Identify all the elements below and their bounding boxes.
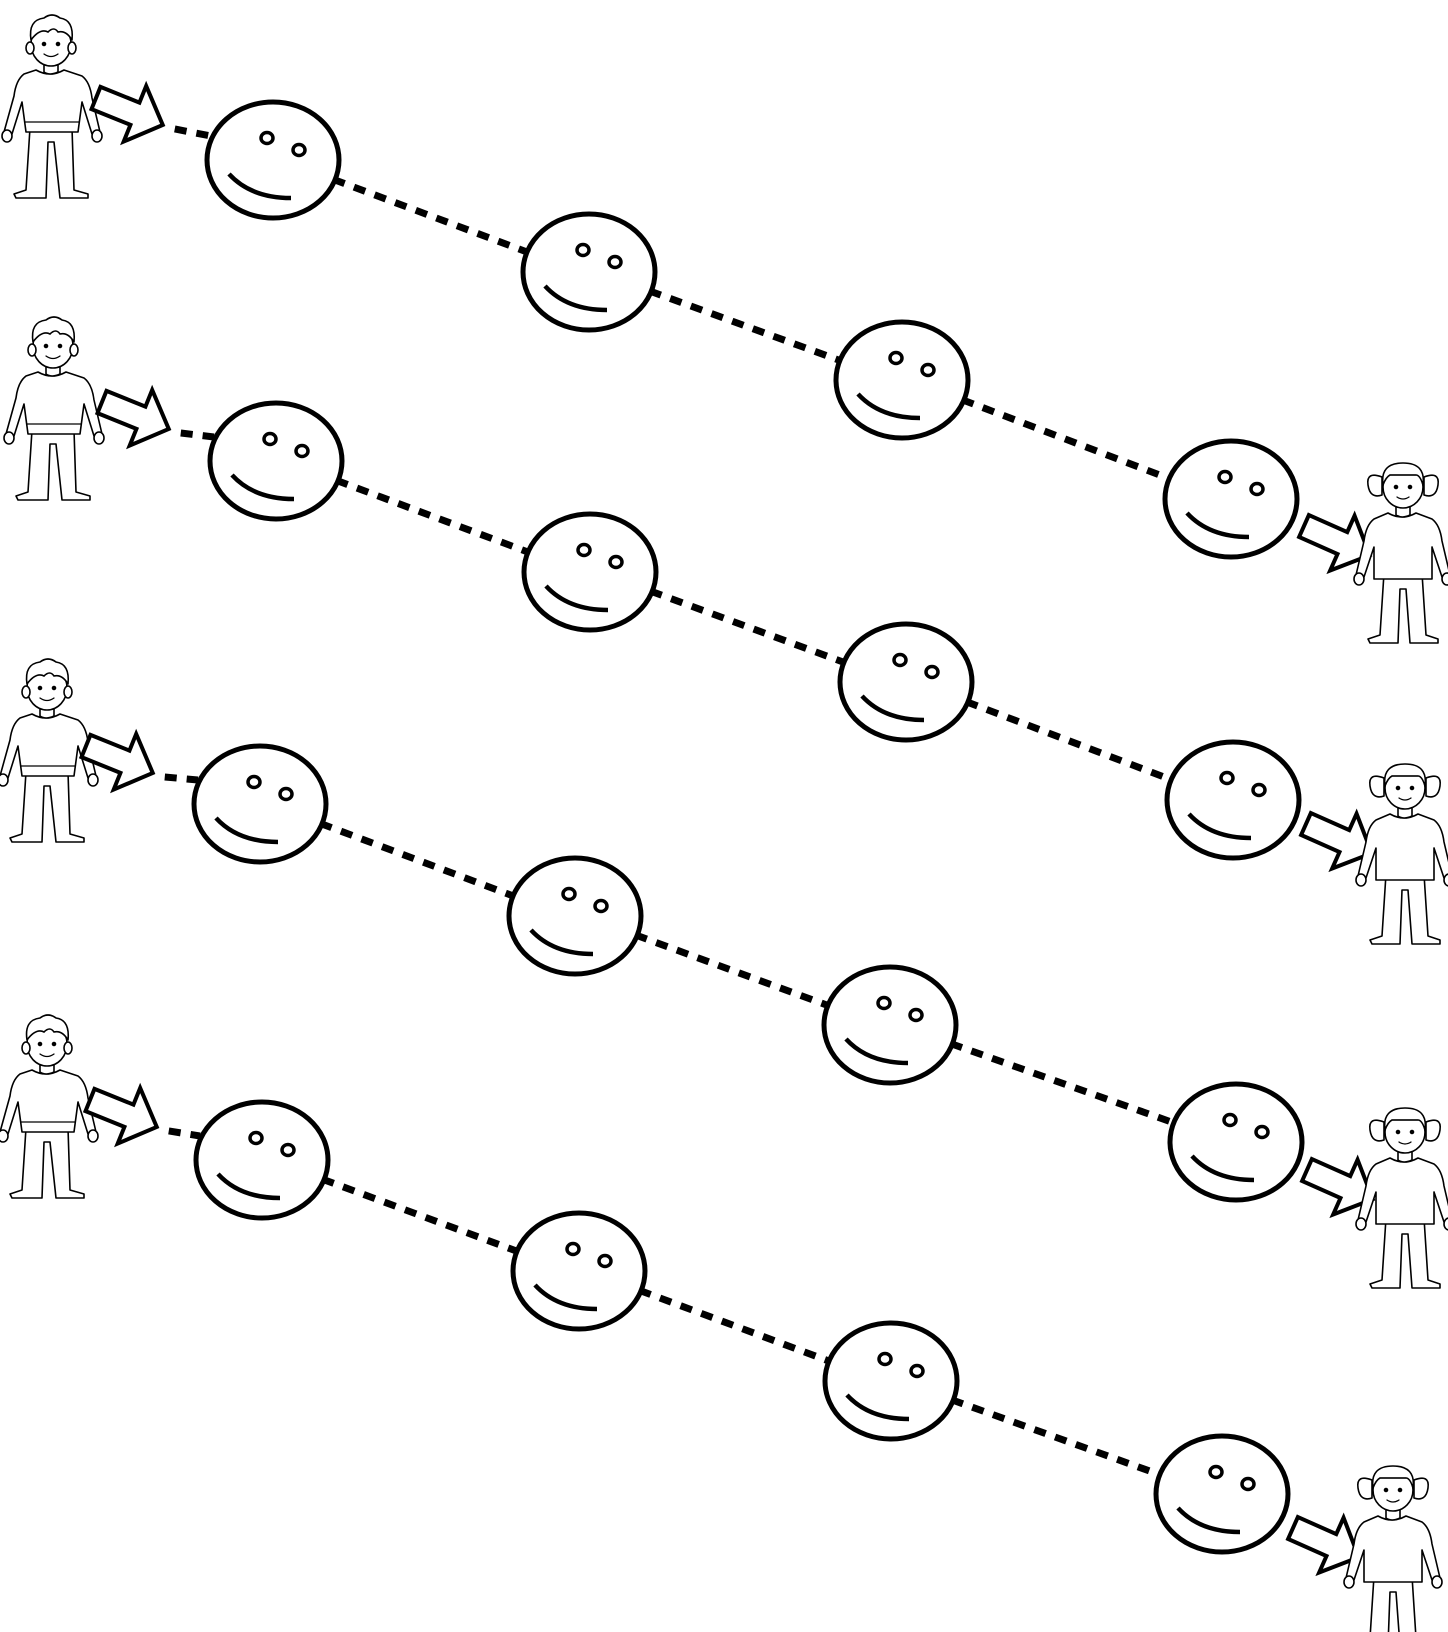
dotted-line bbox=[950, 1396, 1163, 1479]
chain-row bbox=[1, 14, 1448, 644]
boy-icon bbox=[3, 316, 105, 501]
dotted-line bbox=[949, 1040, 1177, 1127]
dotted-line bbox=[332, 176, 530, 256]
chain-rows bbox=[0, 14, 1448, 1632]
dotted-line bbox=[648, 287, 843, 365]
dotted-line bbox=[174, 125, 212, 140]
smiley-face-icon bbox=[836, 322, 968, 438]
chain-row bbox=[3, 316, 1448, 945]
smiley-face-icon bbox=[207, 102, 339, 218]
arrow-icon bbox=[88, 372, 182, 459]
dotted-line bbox=[164, 773, 199, 784]
smiley-face-icon bbox=[210, 403, 342, 519]
dotted-line bbox=[634, 931, 831, 1010]
dotted-line bbox=[319, 820, 516, 900]
smiley-face-icon bbox=[513, 1213, 645, 1329]
dotted-line bbox=[335, 477, 531, 556]
chain-row bbox=[0, 1014, 1443, 1632]
girl-icon bbox=[1353, 462, 1448, 644]
girl-icon bbox=[1355, 763, 1448, 945]
smiley-face-icon bbox=[824, 967, 956, 1083]
smiley-face-icon bbox=[523, 214, 655, 330]
dotted-line bbox=[964, 698, 1175, 784]
boy-icon bbox=[1, 14, 103, 199]
smiley-face-icon bbox=[509, 858, 641, 974]
smiley-face-icon bbox=[1156, 1436, 1288, 1552]
smiley-face-icon bbox=[196, 1102, 328, 1218]
dotted-line bbox=[649, 587, 847, 667]
girl-icon bbox=[1343, 1465, 1443, 1632]
girl-icon bbox=[1355, 1107, 1448, 1289]
smiley-face-icon bbox=[524, 514, 656, 630]
smiley-face-icon bbox=[194, 746, 326, 862]
smiley-face-icon bbox=[1167, 742, 1299, 858]
dotted-line bbox=[960, 396, 1173, 483]
smiley-face-icon bbox=[1170, 1084, 1302, 1200]
arrow-icon bbox=[72, 716, 166, 803]
chain-row bbox=[0, 658, 1448, 1289]
smiley-face-icon bbox=[825, 1323, 957, 1439]
dotted-line bbox=[321, 1175, 520, 1256]
dotted-line bbox=[168, 1127, 201, 1140]
smiley-face-icon bbox=[1165, 441, 1297, 557]
boy-icon bbox=[0, 1014, 99, 1199]
dotted-line bbox=[638, 1287, 832, 1365]
dotted-line bbox=[180, 429, 215, 441]
smiley-face-icon bbox=[840, 624, 972, 740]
